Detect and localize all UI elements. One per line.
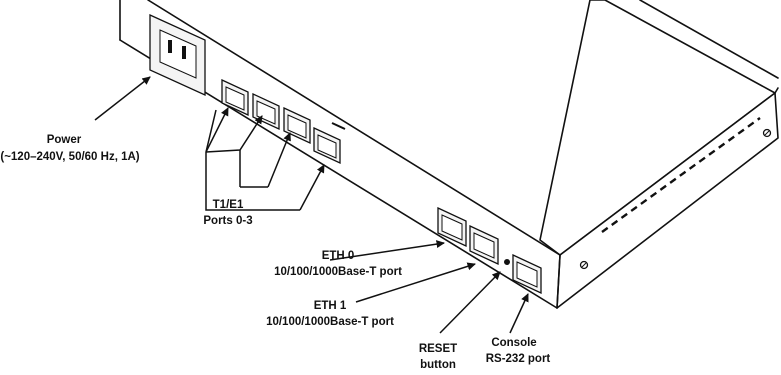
t1e1-pointer-to-port0 bbox=[205, 107, 229, 153]
t1e1-label-strip bbox=[331, 122, 346, 130]
eth1-port bbox=[469, 224, 499, 266]
t1e1-port-1 bbox=[252, 92, 280, 131]
rear-panel-corner bbox=[556, 254, 561, 309]
chassis-top-surface bbox=[539, 0, 776, 256]
eth1-label-spec: 10/100/1000Base-T port bbox=[266, 316, 394, 328]
side-vent-slots bbox=[601, 117, 761, 233]
eth1-pointer bbox=[355, 262, 476, 303]
console-port bbox=[512, 253, 542, 295]
eth0-port bbox=[437, 206, 467, 248]
eth0-label-spec: 10/100/1000Base-T port bbox=[274, 266, 402, 278]
chassis-top-back-edge bbox=[639, 0, 779, 79]
chassis-rear-edge bbox=[774, 87, 779, 94]
power-pointer bbox=[94, 76, 151, 121]
t1e1-port-group bbox=[221, 78, 346, 165]
power-pin-right bbox=[182, 46, 186, 59]
side-screw-rear bbox=[762, 128, 772, 138]
t1e1-pointer-1 bbox=[267, 132, 291, 188]
power-label-spec: (~120–240V, 50/60 Hz, 1A) bbox=[0, 151, 139, 163]
reset-pointer bbox=[439, 271, 501, 334]
console-pointer bbox=[509, 293, 529, 334]
console-label-sub: RS-232 port bbox=[486, 353, 551, 365]
eth1-label-title: ETH 1 bbox=[314, 300, 347, 312]
router-chassis bbox=[119, 0, 779, 309]
t1e1-port-3 bbox=[313, 126, 341, 165]
callout-labels: Power (~120–240V, 50/60 Hz, 1A) T1/E1 Po… bbox=[0, 134, 550, 371]
reset-button-hole bbox=[504, 259, 510, 265]
power-inlet bbox=[149, 13, 206, 97]
t1e1-pointer-2 bbox=[299, 164, 325, 211]
side-screw-front bbox=[579, 260, 589, 270]
t1e1-pointer-bracket bbox=[205, 109, 217, 153]
callout-pointers bbox=[94, 76, 529, 334]
side-screw-front-slot bbox=[581, 262, 587, 268]
reset-label-sub: button bbox=[420, 359, 456, 371]
rear-panel-top-edge bbox=[147, 0, 561, 256]
eth0-label-title: ETH 0 bbox=[322, 250, 355, 262]
side-screw-rear-slot bbox=[764, 130, 770, 136]
t1e1-label-ports: Ports 0-3 bbox=[203, 215, 252, 227]
power-pin-left bbox=[168, 40, 172, 53]
t1e1-port-2 bbox=[283, 106, 311, 145]
power-label-title: Power bbox=[47, 134, 82, 146]
eth0-pointer bbox=[329, 240, 445, 261]
rear-io-ports bbox=[437, 206, 542, 295]
t1e1-pointer-bracket-base bbox=[205, 152, 300, 211]
reset-label-title: RESET bbox=[419, 343, 457, 355]
t1e1-label-title: T1/E1 bbox=[213, 199, 244, 211]
console-label-title: Console bbox=[491, 337, 536, 349]
t1e1-port-0 bbox=[221, 78, 249, 117]
